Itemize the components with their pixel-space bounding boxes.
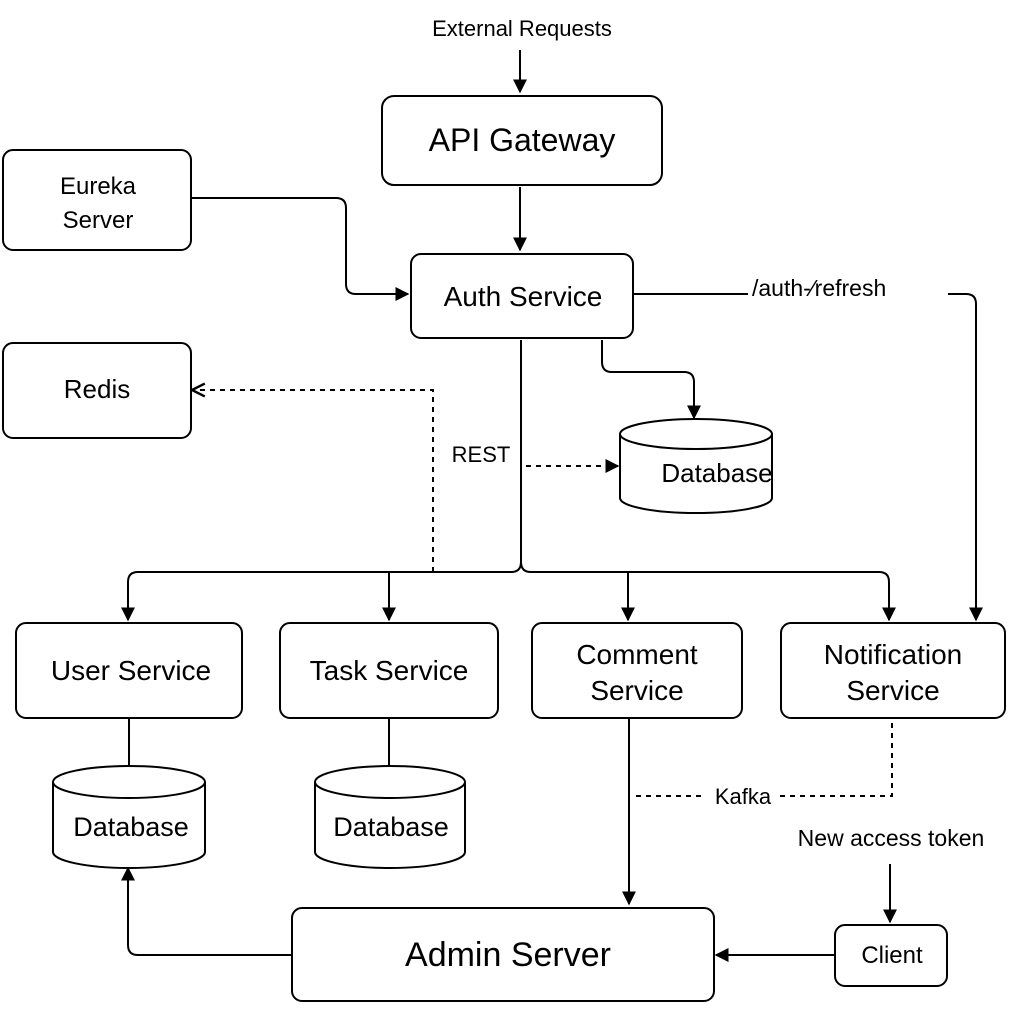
notification-service-node[interactable]: Notification Service bbox=[780, 622, 1006, 719]
client-label: Client bbox=[861, 942, 923, 969]
notification-service-label-line1: Notification bbox=[824, 639, 963, 670]
task-database-node[interactable]: Database bbox=[314, 765, 466, 869]
eureka-server-label-line1: Eureka bbox=[60, 173, 137, 200]
edge-auth-trunk-right bbox=[520, 561, 532, 573]
comment-service-label-line2: Service bbox=[590, 675, 683, 706]
user-database-label: Database bbox=[73, 812, 189, 842]
eureka-server-label-line2: Server bbox=[63, 207, 134, 234]
comment-service-node[interactable]: Comment Service bbox=[531, 622, 743, 719]
redis-label: Redis bbox=[64, 374, 130, 404]
edge-eureka-to-auth bbox=[192, 197, 410, 301]
redis-node[interactable]: Redis bbox=[2, 342, 192, 439]
edge-refresh-to-notification bbox=[948, 293, 983, 622]
rest-label: REST bbox=[452, 442, 511, 467]
eureka-server-node[interactable]: Eureka Server bbox=[2, 149, 192, 251]
edge-admin-to-user-db bbox=[121, 866, 292, 956]
task-service-node[interactable]: Task Service bbox=[279, 622, 499, 719]
auth-database-label: Database bbox=[661, 458, 772, 488]
external-requests-label: External Requests bbox=[432, 16, 612, 41]
api-gateway-node[interactable]: API Gateway bbox=[381, 95, 663, 186]
admin-server-node[interactable]: Admin Server bbox=[291, 907, 715, 1002]
auth-service-label: Auth Service bbox=[444, 281, 603, 312]
task-service-label: Task Service bbox=[310, 655, 469, 686]
edge-bus-right bbox=[531, 571, 896, 622]
edge-bus-left bbox=[121, 571, 511, 622]
api-gateway-label: API Gateway bbox=[429, 122, 616, 158]
client-node[interactable]: Client bbox=[834, 924, 948, 987]
auth-refresh-label: /auth-⁄refresh bbox=[752, 275, 886, 301]
user-service-label: User Service bbox=[51, 655, 211, 686]
edge-auth-to-database bbox=[601, 340, 701, 420]
edge-auth-trunk bbox=[510, 340, 522, 573]
admin-server-label: Admin Server bbox=[405, 936, 611, 974]
user-service-node[interactable]: User Service bbox=[15, 622, 243, 719]
auth-service-node[interactable]: Auth Service bbox=[410, 253, 634, 339]
kafka-label: Kafka bbox=[715, 784, 772, 809]
comment-service-label-line1: Comment bbox=[576, 639, 698, 670]
auth-database-node[interactable]: Database bbox=[619, 418, 773, 514]
user-database-node[interactable]: Database bbox=[52, 765, 206, 869]
notification-service-label-line2: Service bbox=[846, 675, 939, 706]
edge-redis-link bbox=[192, 390, 434, 572]
task-database-label: Database bbox=[333, 812, 449, 842]
edge-kafka-right bbox=[780, 718, 893, 797]
new-access-token-label: New access token bbox=[798, 825, 985, 851]
